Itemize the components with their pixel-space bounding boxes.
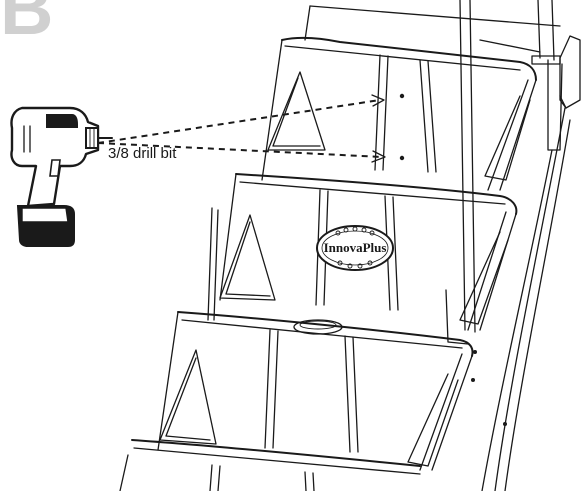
drill-guide-lines <box>97 94 386 163</box>
drill-path-upper <box>97 99 381 144</box>
drill-hole-upper <box>399 93 405 99</box>
drill-icon <box>10 106 113 247</box>
step-bottom <box>119 439 421 491</box>
logo-text: InnovaPlus <box>324 240 387 255</box>
step-second <box>219 173 518 331</box>
drill-path-lower <box>97 142 383 158</box>
top-rail <box>304 5 561 53</box>
step-edge-left <box>207 207 219 321</box>
step-top <box>261 36 537 191</box>
drill-bit-label: 3/8 drill bit <box>108 145 177 162</box>
handrail-right <box>531 0 561 65</box>
step-third <box>157 311 474 471</box>
cup-holder <box>293 319 343 335</box>
handrail-left <box>445 0 476 345</box>
side-stringer <box>471 107 571 491</box>
drill-holes <box>399 93 405 161</box>
side-rail-bracket <box>547 35 581 151</box>
arrow-head-upper <box>371 94 385 107</box>
step-letter: B <box>0 0 53 50</box>
arrow-head-lower <box>371 150 386 163</box>
drill-hole-lower <box>399 155 405 161</box>
innovaplus-logo: InnovaPlus <box>316 225 394 271</box>
